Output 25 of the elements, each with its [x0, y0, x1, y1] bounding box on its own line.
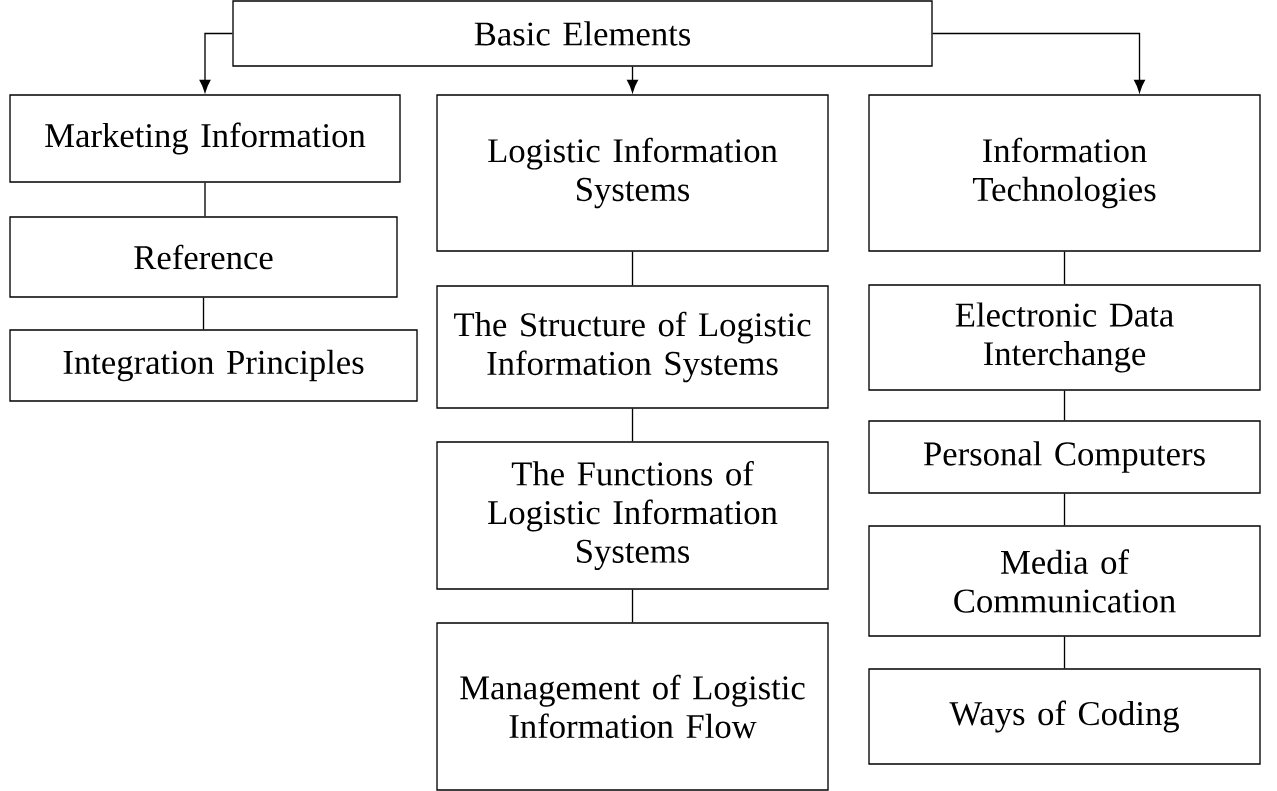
text-box: Information Technologies — [868, 94, 1261, 252]
connector-line — [202, 297, 205, 330]
connector-line — [1063, 251, 1066, 285]
text-box: Logistic Information Systems — [436, 94, 829, 252]
connector-line — [631, 251, 634, 286]
text-box: Integration Principles — [9, 329, 418, 402]
text-box: The Functions of Logistic Information Systems — [436, 441, 829, 590]
connector-line — [1063, 636, 1066, 669]
text-box: Reference — [9, 216, 398, 298]
connector-line — [631, 589, 634, 623]
text-box: Marketing Information — [9, 94, 401, 183]
connector-line — [204, 182, 206, 217]
text-box: Ways of Coding — [868, 668, 1261, 765]
connector-line — [1063, 390, 1066, 421]
arrow — [627, 66, 638, 93]
arrow — [199, 32, 233, 93]
text-box: The Structure of Logistic Information Systems — [436, 285, 829, 409]
text-box: Electronic Data Interchange — [868, 284, 1261, 391]
text-box: Media of Communication — [868, 525, 1261, 637]
connector-line — [1063, 493, 1066, 526]
text-box: Personal Computers — [868, 420, 1261, 494]
text-box: Basic Elements — [232, 0, 933, 67]
text-box: Management of Logistic Information Flow — [436, 622, 829, 791]
arrow — [932, 32, 1145, 93]
connector-line — [631, 408, 634, 442]
